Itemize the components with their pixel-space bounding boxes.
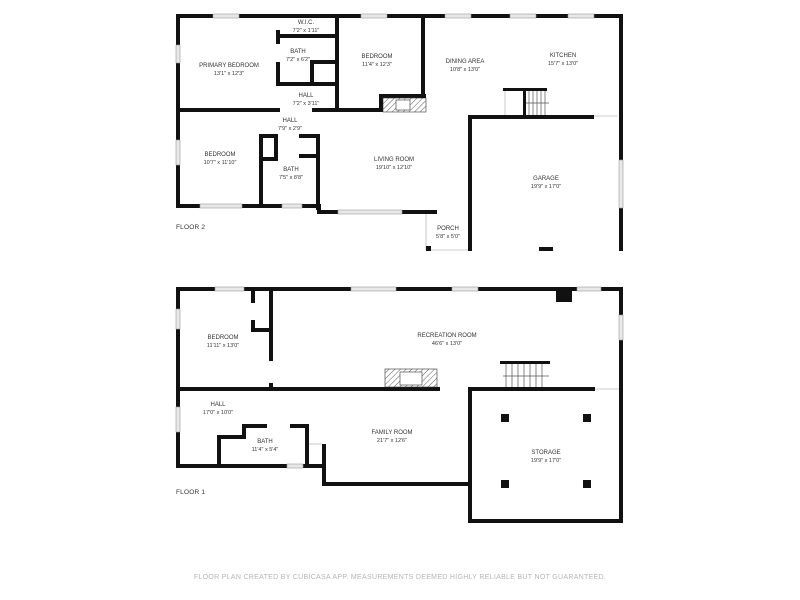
- room-bath-upper-2: BATH 7'5" x 8'8": [279, 166, 303, 182]
- room-dimensions: 11'4" x 5'4": [251, 447, 279, 453]
- room-dimensions: 7'2" x 1'11": [292, 28, 320, 34]
- room-kitchen: KITCHEN 15'7" x 13'0": [548, 52, 578, 68]
- stairs-upper: [526, 91, 549, 116]
- room-dimensions: 7'9" x 2'9": [277, 126, 303, 132]
- room-name: PORCH: [437, 226, 459, 232]
- floor-1-plan: [175, 286, 624, 523]
- room-name: HALL: [282, 118, 298, 124]
- room-dimensions: 5'8" x 5'0": [435, 234, 461, 240]
- room-dimensions: 7'2" x 6'2": [285, 57, 311, 63]
- room-family-room: FAMILY ROOM 21'7" x 12'6": [371, 429, 412, 445]
- room-dimensions: 19'9" x 17'0": [530, 184, 562, 190]
- room-dimensions: 21'7" x 12'6": [376, 438, 408, 444]
- room-name: BEDROOM: [207, 335, 239, 341]
- room-bedroom-upper-1: BEDROOM 11'4" x 12'3": [361, 53, 392, 69]
- room-hall-upper-1: HALL 7'2" x 3'11": [293, 92, 320, 108]
- room-name: HALL: [210, 402, 226, 408]
- floor-2-label: FLOOR 2: [176, 224, 206, 231]
- room-bath-lower: BATH 11'4" x 5'4": [252, 438, 279, 454]
- room-porch: PORCH 5'8" x 5'0": [436, 225, 460, 241]
- room-name: W.I.C.: [297, 20, 315, 26]
- room-recreation-room: RECREATION ROOM 46'6" x 13'0": [417, 332, 476, 348]
- room-name: KITCHEN: [549, 53, 577, 59]
- room-dimensions: 19'10" x 12'10": [375, 165, 413, 171]
- room-primary-bedroom: PRIMARY BEDROOM 13'1" x 12'3": [199, 62, 259, 78]
- room-hall-upper-2: HALL 7'9" x 2'9": [278, 117, 302, 133]
- room-dimensions: 11'11" x 13'0": [206, 343, 240, 349]
- room-garage: GARAGE 19'9" x 17'0": [531, 175, 561, 191]
- room-storage: STORAGE 19'9" x 17'0": [531, 449, 561, 465]
- room-bedroom-upper-2: BEDROOM 10'7" x 11'10": [204, 151, 237, 167]
- room-name: BATH: [257, 439, 273, 445]
- room-wic: W.I.C. 7'2" x 1'11": [293, 19, 320, 35]
- room-name: GARAGE: [533, 176, 559, 182]
- room-name: HALL: [298, 93, 314, 99]
- room-living-room: LIVING ROOM 19'10" x 12'10": [374, 156, 414, 172]
- room-name: BEDROOM: [204, 152, 236, 158]
- room-name: RECREATION ROOM: [417, 333, 477, 339]
- footer-disclaimer: FLOOR PLAN CREATED BY CUBICASA APP. MEAS…: [193, 574, 607, 581]
- room-name: LIVING ROOM: [373, 157, 415, 163]
- room-name: BATH: [290, 49, 306, 55]
- room-name: STORAGE: [531, 450, 561, 456]
- room-dimensions: 46'6" x 13'0": [431, 341, 463, 347]
- floor-2-plan: [175, 13, 624, 251]
- room-dimensions: 15'7" x 13'0": [547, 61, 579, 67]
- room-name: FAMILY ROOM: [371, 430, 413, 436]
- floor-1-label: FLOOR 1: [176, 489, 206, 496]
- room-bedroom-lower: BEDROOM 11'11" x 13'0": [207, 334, 239, 350]
- room-dimensions: 19'9" x 17'0": [530, 458, 562, 464]
- room-bath-upper-1: BATH 7'2" x 6'2": [286, 48, 310, 64]
- room-dimensions: 17'0" x 10'0": [202, 410, 234, 416]
- room-dimensions: 7'2" x 3'11": [292, 101, 320, 107]
- room-name: PRIMARY BEDROOM: [199, 63, 259, 69]
- room-dimensions: 7'5" x 8'8": [278, 175, 304, 181]
- stairs-lower: [503, 364, 549, 389]
- room-hall-lower: HALL 17'0" x 10'0": [203, 401, 233, 417]
- room-name: DINING AREA: [445, 59, 485, 65]
- room-dining-area: DINING AREA 10'8" x 13'0": [446, 58, 485, 74]
- room-name: BEDROOM: [361, 54, 393, 60]
- room-dimensions: 13'1" x 12'3": [213, 71, 245, 77]
- room-dimensions: 11'4" x 12'3": [362, 62, 392, 68]
- room-dimensions: 10'7" x 11'10": [203, 160, 237, 166]
- room-name: BATH: [283, 167, 299, 173]
- room-dimensions: 10'8" x 13'0": [449, 67, 481, 73]
